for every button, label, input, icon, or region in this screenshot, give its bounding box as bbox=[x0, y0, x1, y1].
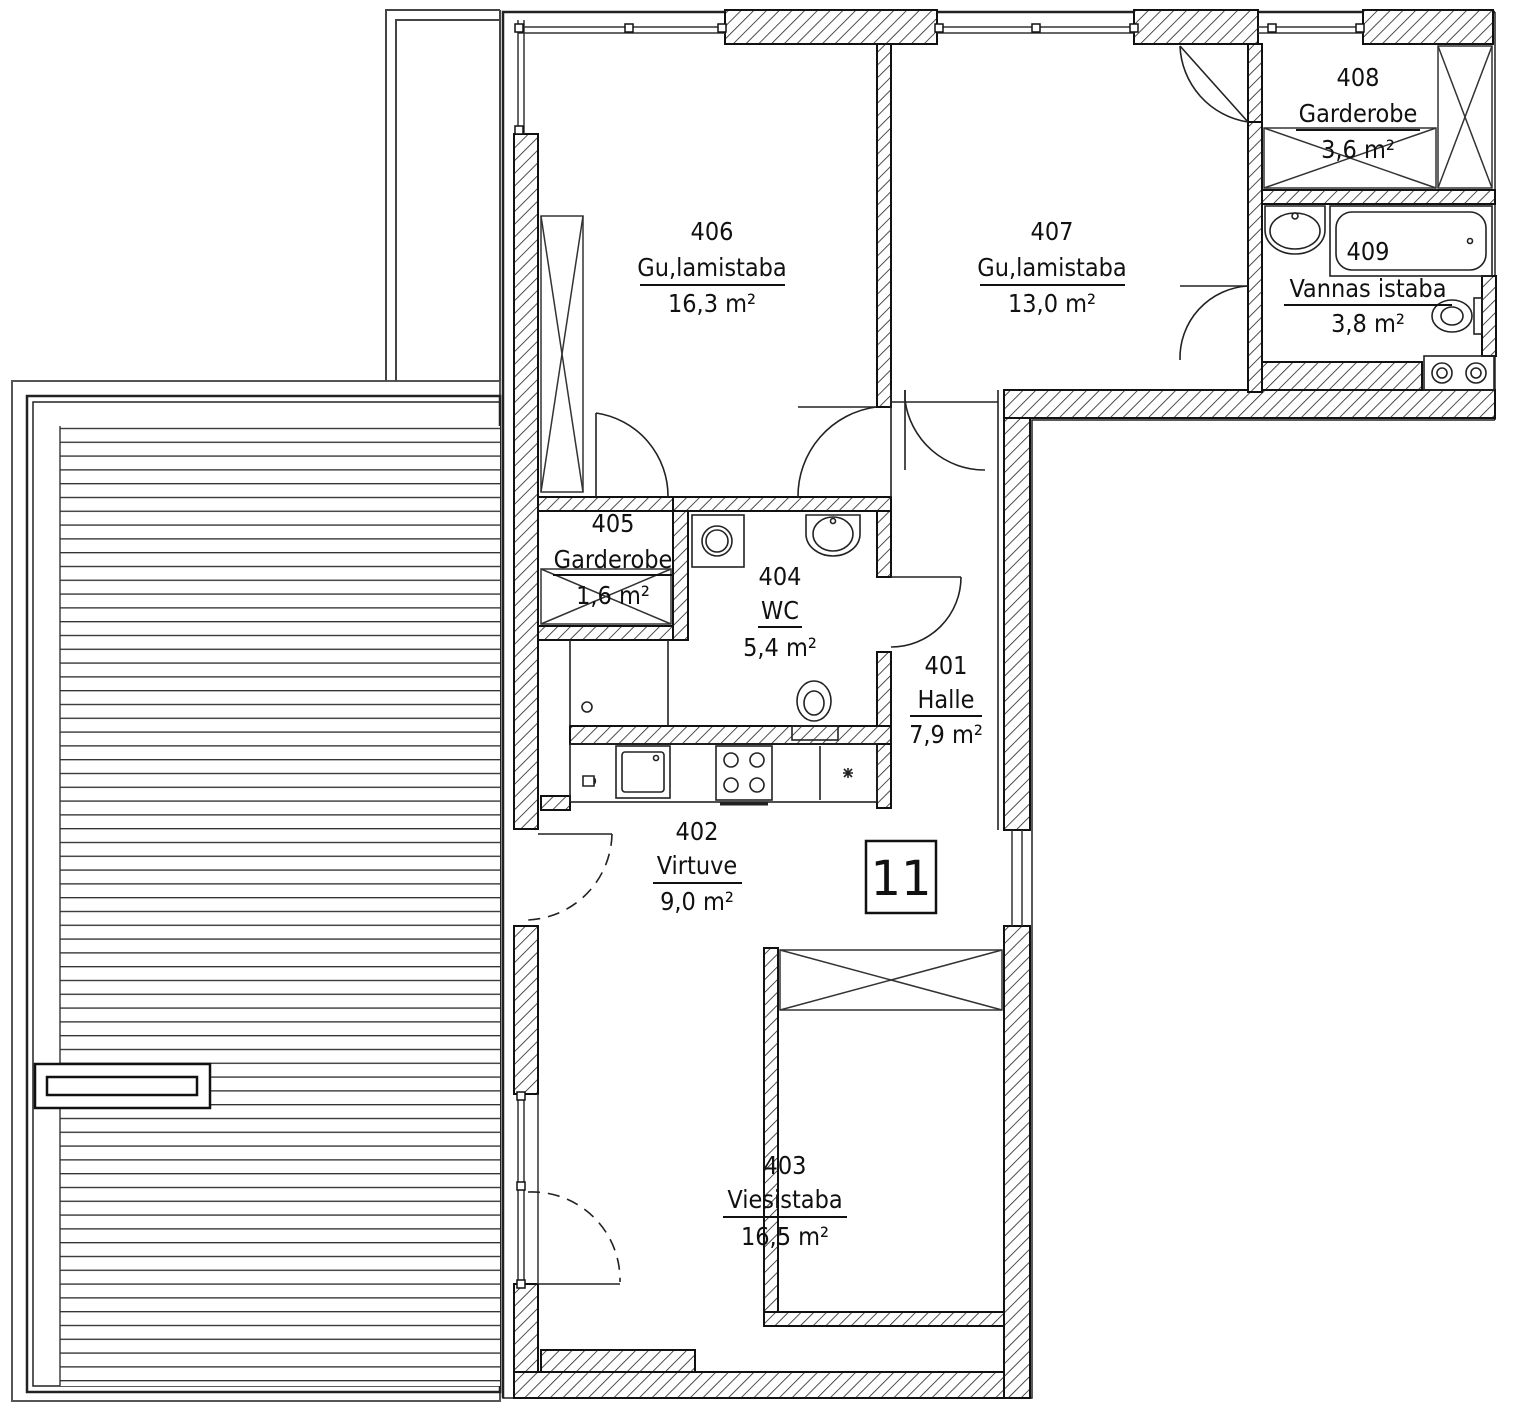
apartment-number-badge: 11 bbox=[864, 839, 938, 915]
room-number: 409 bbox=[1347, 237, 1390, 266]
bathroom-fixtures bbox=[1264, 205, 1495, 391]
apartment-number: 11 bbox=[870, 851, 931, 907]
room-area: 9,0 m² bbox=[660, 887, 734, 916]
room-name: Gu,lamistaba bbox=[977, 253, 1126, 282]
window-mullions bbox=[514, 23, 1365, 1289]
room-number: 407 bbox=[1031, 217, 1074, 246]
walls bbox=[513, 9, 1497, 1399]
room-number: 404 bbox=[759, 562, 802, 591]
doors bbox=[527, 45, 1249, 1285]
room-label-402: 402 Virtuve 9,0 m² bbox=[653, 817, 742, 916]
room-name: Gu,lamistaba bbox=[637, 253, 786, 282]
room-area: 5,4 m² bbox=[743, 633, 817, 662]
room-label-405: 405 Garderobe 1,6 m² bbox=[553, 509, 672, 610]
room-label-401: 401 Halle 7,9 m² bbox=[909, 651, 983, 749]
outer-shell bbox=[501, 10, 1496, 1399]
room-label-403: 403 Viesistaba 16,5 m² bbox=[723, 1151, 847, 1251]
wc-fixtures bbox=[691, 514, 861, 741]
room-area: 3,8 m² bbox=[1331, 309, 1405, 338]
room-area: 16,5 m² bbox=[741, 1222, 829, 1251]
room-number: 401 bbox=[925, 651, 968, 680]
room-area: 3,6 m² bbox=[1321, 135, 1395, 164]
room-number: 402 bbox=[676, 817, 719, 846]
room-number: 406 bbox=[691, 217, 734, 246]
room-number: 403 bbox=[764, 1151, 807, 1180]
room-label-409: 409 Vannas istaba 3,8 m² bbox=[1284, 237, 1452, 338]
room-number: 405 bbox=[592, 509, 635, 538]
room-label-404: 404 WC 5,4 m² bbox=[743, 562, 817, 662]
room-name: Halle bbox=[917, 685, 974, 714]
room-area: 7,9 m² bbox=[909, 720, 983, 749]
room-area: 13,0 m² bbox=[1008, 289, 1096, 318]
room-label-407: 407 Gu,lamistaba 13,0 m² bbox=[977, 217, 1126, 318]
upper-balcony bbox=[385, 9, 501, 381]
room-area: 16,3 m² bbox=[668, 289, 756, 318]
room-name: Virtuve bbox=[657, 851, 738, 880]
terrace bbox=[11, 380, 502, 1402]
room-name: Garderobe bbox=[1299, 99, 1418, 128]
room-name: Viesistaba bbox=[727, 1185, 842, 1214]
room-name: Vannas istaba bbox=[1289, 274, 1446, 303]
kitchen-counter bbox=[569, 640, 878, 806]
room-area: 1,6 m² bbox=[576, 581, 650, 610]
wardrobes bbox=[540, 45, 1493, 1011]
room-label-406: 406 Gu,lamistaba 16,3 m² bbox=[637, 217, 786, 318]
room-name: Garderobe bbox=[554, 545, 673, 574]
room-label-408: 408 Garderobe 3,6 m² bbox=[1296, 63, 1420, 164]
room-number: 408 bbox=[1337, 63, 1380, 92]
room-name: WC bbox=[761, 596, 799, 625]
